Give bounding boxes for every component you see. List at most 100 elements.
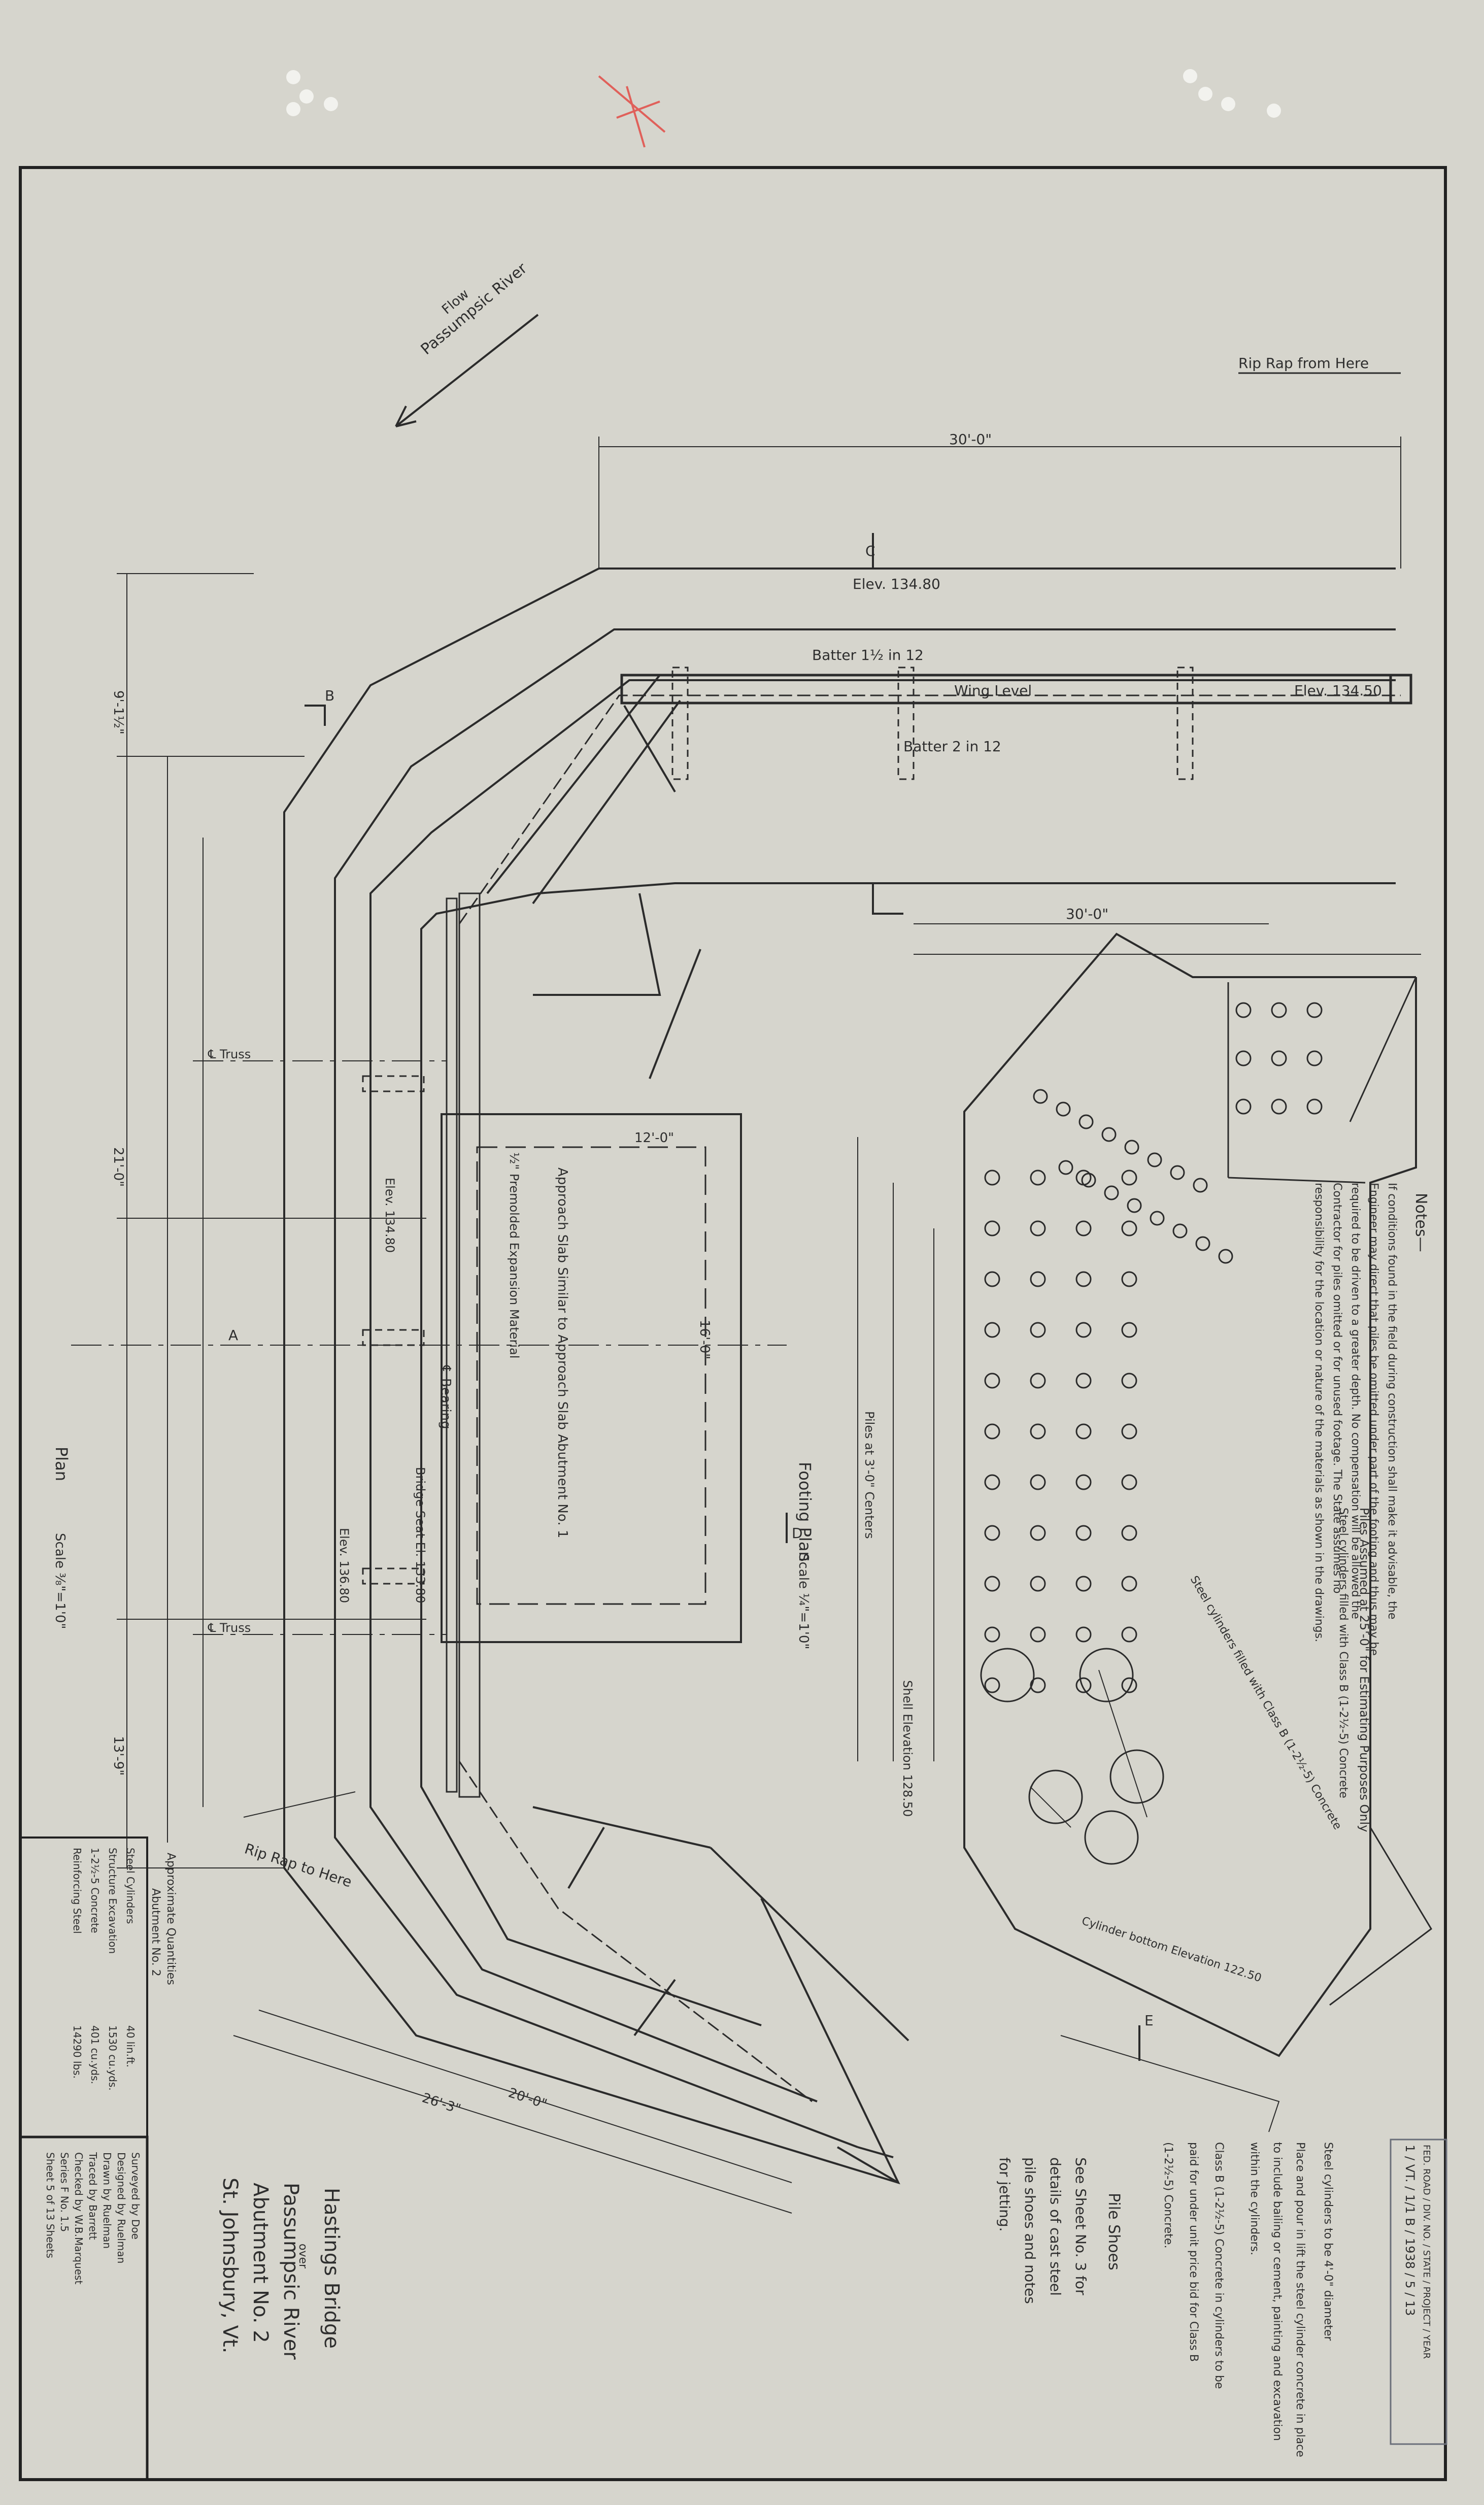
pile-circle <box>984 1576 1000 1592</box>
pile-circle <box>1033 1089 1048 1104</box>
cl-bearing: ℄ Bearing <box>438 1365 453 1429</box>
quantity-value: 1530 cu.yds. <box>107 2025 119 2091</box>
section-mark-c: C <box>865 543 875 559</box>
stamp-row2: 1 / VT. / 1/1 B / 1938 / 5 / 13 <box>1403 2145 1417 2316</box>
approach-slab-note: Approach Slab Similar to Approach Slab A… <box>555 1167 570 1538</box>
pile-circle <box>1147 1152 1162 1167</box>
pile-shoes-line: See Sheet No. 3 for <box>1072 2157 1089 2295</box>
credit-line: Drawn by Ruelman <box>101 2152 113 2249</box>
pile-circle <box>1271 1050 1287 1066</box>
batter-1: Batter 1½ in 12 <box>812 647 924 663</box>
title-river: Passumpsic River <box>279 2183 302 2360</box>
quantities-subheading: Abutment No. 2 <box>149 1888 162 1977</box>
pile-circle <box>1195 1236 1210 1251</box>
elev-top: Elev. 134.80 <box>853 576 940 592</box>
plan-scale: Scale ⅜"=1'0" <box>52 1533 68 1629</box>
dim-left-3: 13'-9" <box>111 1736 126 1776</box>
pile-circle <box>1306 1002 1323 1018</box>
pile-circle <box>1101 1127 1117 1142</box>
plan-view <box>71 314 1412 2214</box>
stamp-row1: FED. ROAD / DIV. NO. / STATE / PROJECT /… <box>1421 2145 1432 2359</box>
elev-bridge: Elev. 134.80 <box>383 1178 397 1253</box>
pile-circle <box>1121 1170 1137 1186</box>
pile-circle <box>1075 1525 1092 1541</box>
section-mark-d: D <box>792 1525 803 1542</box>
pile-circle <box>1058 1160 1073 1175</box>
pile-circle <box>980 1648 1035 1702</box>
cylinder-note-line: Steel cylinders to be 4'-0" diameter <box>1322 2142 1334 2341</box>
pile-circle <box>1271 1002 1287 1018</box>
pile-circle <box>1056 1101 1071 1117</box>
section-mark-b: B <box>325 687 334 704</box>
cylinder-notes: Steel cylinders to be 4'-0" diameter Pla… <box>1162 2142 1334 2457</box>
pile-circle <box>1075 1322 1092 1338</box>
elev-seat: Elev. 136.80 <box>337 1528 351 1603</box>
dim-top: 30'-0" <box>949 431 992 448</box>
pile-spacing-note: Piles at 3'-0" Centers <box>862 1411 876 1539</box>
quantities-box <box>19 1836 148 2138</box>
pile-circle <box>984 1626 1000 1643</box>
red-check-mark <box>598 75 666 148</box>
footing-dim-top: 30'-0" <box>1066 906 1108 922</box>
pile-circle <box>1075 1373 1092 1389</box>
pile-circle <box>1170 1165 1185 1180</box>
credit-line: Surveyed by Doe <box>129 2152 142 2240</box>
bridge-seat: Bridge Seat El. 133.80 <box>413 1467 427 1604</box>
pile-circle <box>1075 1170 1092 1186</box>
pile-shoes-heading: Pile Shoes <box>1105 2193 1123 2270</box>
plan-label: Plan <box>52 1447 71 1481</box>
pile-circle <box>1030 1474 1046 1490</box>
pile-circle <box>984 1170 1000 1186</box>
credit-line: Checked by W.B.Marquest <box>73 2152 85 2284</box>
pile-circle <box>1193 1178 1208 1193</box>
pile-circle <box>1121 1677 1137 1693</box>
pile-circle <box>1235 1050 1252 1066</box>
title-location: St. Johnsbury, Vt. <box>218 2178 242 2353</box>
credits: Surveyed by Doe Designed by Ruelman Draw… <box>44 2152 142 2284</box>
cl-truss-2: ℄ Truss <box>208 1621 251 1635</box>
title-block: Hastings Bridge over Passumpsic River Ab… <box>218 2178 343 2360</box>
pile-circle <box>1075 1271 1092 1287</box>
pile-spec: Piles Assumed at 25'-0" for Estimating P… <box>1357 1508 1371 1832</box>
pile-circle <box>1078 1114 1094 1129</box>
quantity-item: Structure Excavation <box>107 1848 119 1954</box>
pile-circle <box>1075 1677 1092 1693</box>
pile-shoes-note: Pile Shoes See Sheet No. 3 for details o… <box>996 2157 1123 2304</box>
pile-circle <box>984 1423 1000 1440</box>
elev-wing: Elev. 134.50 <box>1294 682 1382 699</box>
pile-circle <box>1124 1140 1139 1155</box>
pile-circle <box>1121 1220 1137 1237</box>
section-mark-a: A <box>228 1327 238 1344</box>
pile-circle <box>1306 1098 1323 1115</box>
premolded-note: ½" Premolded Expansion Material <box>507 1152 521 1358</box>
cylinder-note-line: paid for under unit price bid for Class … <box>1187 2142 1200 2362</box>
pile-circle <box>984 1677 1000 1693</box>
pile-circle <box>1075 1474 1092 1490</box>
section-mark-e: E <box>1144 2012 1154 2029</box>
project-stamp <box>1390 2139 1447 2445</box>
cylinder-note-line: Class B (1-2½-5) Concrete in cylinders t… <box>1212 2142 1225 2389</box>
pile-circle <box>1271 1098 1287 1115</box>
pile-circle <box>1079 1648 1134 1702</box>
dim-left-2: 21'-0" <box>111 1147 126 1187</box>
pile-circle <box>1121 1474 1137 1490</box>
dim-left-1: 9'-1½" <box>111 690 126 734</box>
credit-line: Traced by Barrett <box>87 2152 99 2240</box>
shell-note: Shell Elevation 128.50 <box>900 1680 915 1817</box>
pile-circle <box>1306 1050 1323 1066</box>
rip-rap-top-label: Rip Rap from Here <box>1238 355 1369 372</box>
pile-circle <box>984 1373 1000 1389</box>
river-label: Passumpsic River <box>418 259 531 358</box>
pile-circle <box>984 1474 1000 1490</box>
notes-block: Notes— If conditions found in the field … <box>1312 1183 1430 1832</box>
quantity-item: Reinforcing Steel <box>71 1848 83 1934</box>
sheet-border <box>19 166 1447 2481</box>
pile-circle <box>1030 1373 1046 1389</box>
quantities: Approximate Quantities Abutment No. 2 St… <box>71 1848 177 2091</box>
pile-circle <box>1030 1626 1046 1643</box>
dim-bottom-2: 20'-0" <box>507 2085 549 2112</box>
batter-2: Batter 2 in 12 <box>903 738 1001 755</box>
pile-circle <box>1121 1626 1137 1643</box>
pile-circle <box>1218 1249 1233 1264</box>
